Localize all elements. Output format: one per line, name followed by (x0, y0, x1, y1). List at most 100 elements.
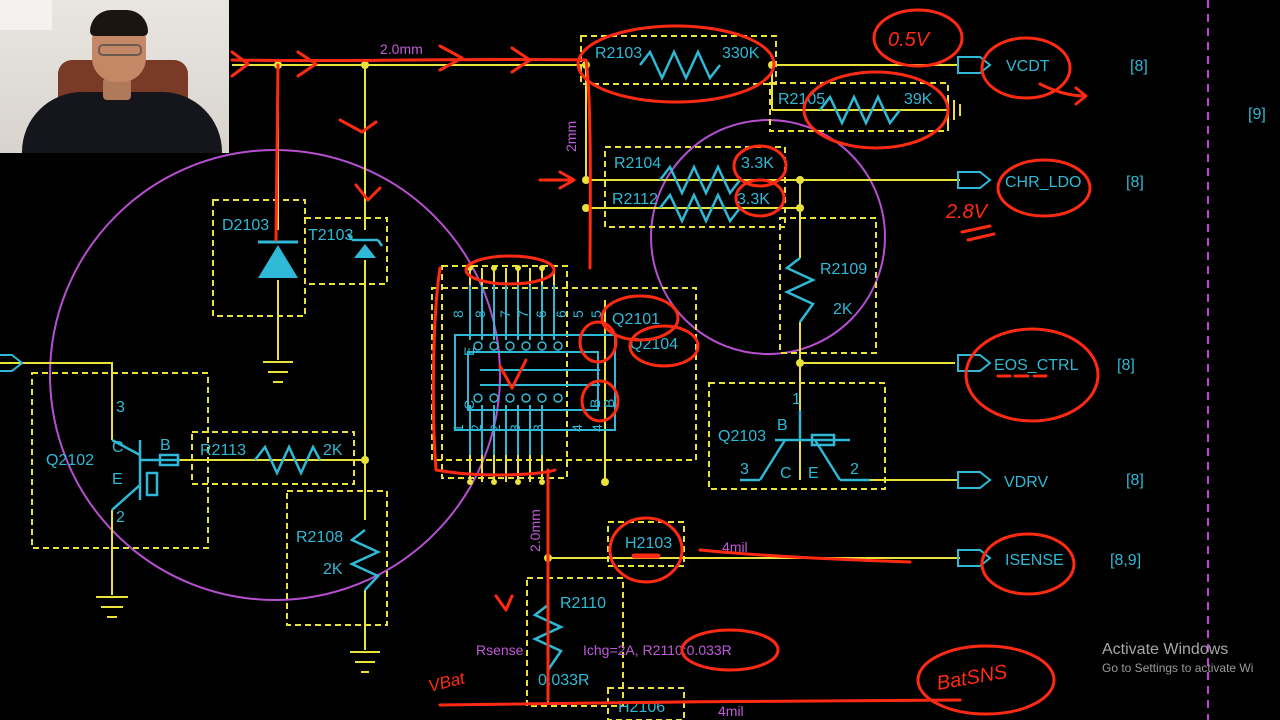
label-r2104-ref: R2104 (614, 155, 661, 172)
net-label-chr-ldo: CHR_LDO (1005, 174, 1081, 191)
red-arrow-vcdt (1038, 82, 1088, 106)
net-flag-vcdt (957, 56, 992, 74)
label-q2103-pin2: 2 (850, 461, 859, 478)
ground-symbols (96, 361, 380, 673)
red-circle-r2104-value (732, 144, 788, 188)
net-flags (0, 56, 992, 567)
red-circle-eos-ctrl (964, 327, 1100, 423)
red-circle-chr-ldo (996, 158, 1092, 218)
label-r2108-ref: R2108 (296, 529, 343, 546)
box-t2103 (304, 217, 388, 285)
diode-symbols (258, 233, 384, 278)
page-ref-vcdt: [8] (1130, 58, 1148, 75)
label-r2103-value: 330K (722, 45, 760, 62)
ic-bottom-pin-4: 3 (507, 424, 523, 432)
component-labels: R2103 330K R2105 39K R2104 3.3K R2112 3.… (46, 45, 933, 716)
wire-ic-bottom-pins (469, 455, 543, 482)
resistor-symbols (254, 49, 901, 671)
ic-inner-outline (467, 351, 599, 411)
label-q2102-c: C (112, 439, 124, 456)
ichg-note: Ichg=2A, R2110:0.033R (583, 642, 732, 658)
page-ref-eos-ctrl: [8] (1117, 357, 1135, 374)
trace-width-bottom-net: 4mil (718, 703, 744, 719)
wire-chr-ldo (586, 179, 960, 209)
trace-width-vertical: 2mm (563, 121, 579, 152)
box-r2108 (286, 490, 388, 626)
red-ldo-underline (960, 224, 996, 242)
webcam-presenter-glasses (98, 44, 142, 56)
red-circle-h2103 (608, 516, 684, 584)
trace-width-labels: 2.0mm 2mm 2.0mm 4mil 4mil Rsense Ichg=2A… (380, 41, 748, 719)
label-q2102-pin2: 2 (116, 509, 125, 526)
resistor-zigzag-r2108 (349, 529, 381, 591)
activate-windows-title: Activate Windows (1102, 641, 1229, 658)
trace-width-top: 2.0mm (380, 41, 423, 57)
red-annotations (230, 8, 1100, 716)
red-circle-q2101 (600, 294, 680, 342)
diode-t2103-triangle (354, 244, 376, 258)
wire-q2102 (0, 362, 113, 595)
label-r2105-ref: R2105 (778, 91, 825, 108)
component-boxes (31, 35, 949, 720)
trace-width-isense: 4mil (722, 539, 748, 555)
red-bottom-trace (438, 698, 962, 707)
resistor-zigzag-r2112 (659, 192, 741, 224)
ground-q2102 (96, 596, 128, 618)
ic-symbol (454, 285, 616, 455)
page-ref-vdrv: [8] (1126, 472, 1144, 489)
webcam-presenter-hair (90, 10, 148, 36)
label-d2103-ref: D2103 (222, 217, 269, 234)
label-q2102-e: E (112, 471, 123, 488)
ic-top-pin-7: 5 (570, 310, 586, 318)
ic-top-pin-3: 7 (497, 310, 513, 318)
junction-dots (274, 61, 804, 562)
red-circle-r2110-note (680, 628, 780, 672)
label-q2101-ref: Q2101 (612, 311, 660, 328)
label-r2109-ref: R2109 (820, 261, 867, 278)
ic-bottom-pin-6: 4 (569, 424, 585, 432)
red-ic-outline (431, 266, 557, 477)
net-label-vdrv: VDRV (1004, 474, 1048, 491)
ic-bottom-pin-1: 1 (450, 424, 466, 432)
page-ref-9: [9] (1248, 106, 1266, 123)
ic-pads (473, 341, 563, 403)
label-q2103-e: E (808, 465, 819, 482)
net-flag-chr-ldo (957, 171, 992, 189)
red-vbat-tick (494, 594, 514, 612)
webcam-window (0, 0, 52, 30)
label-q2102-pin3: 3 (116, 399, 125, 416)
net-label-vcdt: VCDT (1006, 58, 1050, 75)
webcam-presenter-body (22, 92, 222, 153)
ic-pin-labels: 8 8 7 7 6 6 5 5 1 2 2 3 3 4 4 E C B B (450, 310, 617, 432)
box-r2109 (779, 217, 877, 354)
red-circle-ic-top (464, 254, 556, 286)
page-ref-chr-ldo: [8] (1126, 174, 1144, 191)
label-r2104-value: 3.3K (741, 155, 774, 172)
highlight-circles (49, 119, 886, 601)
rsense-label: Rsense (476, 642, 524, 658)
resistor-zigzag-r2113 (254, 444, 322, 476)
wire-top-rail (232, 64, 587, 180)
ic-bottom-pin-5: 3 (530, 424, 546, 432)
ground-d2103 (263, 361, 293, 383)
ic-bottom-pin-3: 2 (487, 424, 503, 432)
label-r2108-value: 2K (323, 561, 343, 578)
label-q2102-b: B (160, 437, 171, 454)
red-note-vbat: VBat (426, 668, 468, 696)
activate-windows-subtitle: Go to Settings to activate Wi (1102, 661, 1254, 675)
activate-windows-watermark: Activate Windows Go to Settings to activ… (1102, 640, 1253, 676)
highlight-circle-right (650, 119, 886, 355)
red-circle-r2103 (576, 24, 776, 104)
highlight-circle-left (49, 149, 501, 601)
transistor-q2102 (111, 438, 180, 511)
ic-inner-e: E (461, 347, 477, 356)
resistor-zigzag-r2105 (819, 94, 901, 126)
ic-inner-b: B (587, 399, 603, 408)
webcam-presenter-neck (103, 78, 131, 100)
ic-top-pin-5: 6 (533, 310, 549, 318)
box-r2110 (526, 577, 624, 707)
red-circle-vcdt-volt (872, 8, 964, 68)
label-q2103-b: B (777, 417, 788, 434)
red-circle-batsns (916, 644, 1056, 716)
